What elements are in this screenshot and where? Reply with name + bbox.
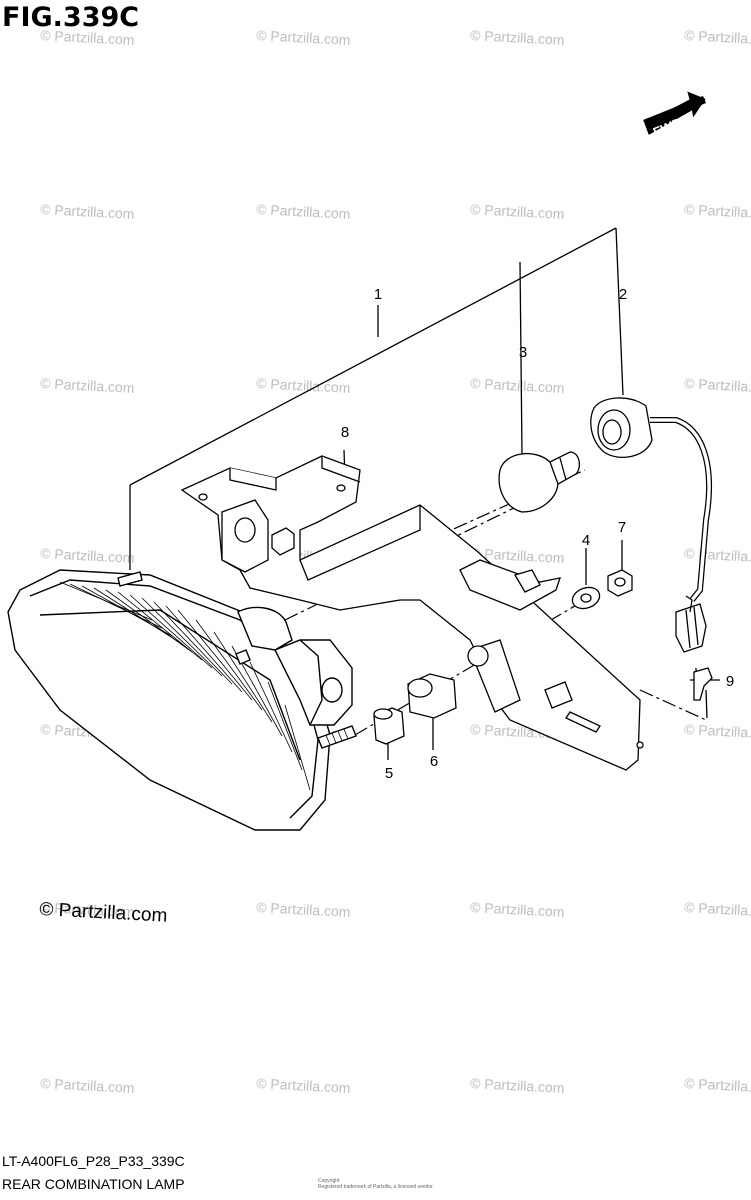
socket-harness [590,397,712,653]
callouts: 1 2 3 4 5 6 7 8 9 [341,286,734,782]
callout-5: 5 [385,765,393,782]
watermark-text: © Partzilla.com [470,545,565,566]
watermark-text: © Partzilla.com [40,27,135,48]
watermark-text: © Partzilla.com [684,899,751,920]
watermark-text: © Partzilla.com [470,201,565,222]
watermark-text: © Partzilla.com [40,375,135,396]
watermark-text: © Partzilla.com [40,201,135,222]
callout-8: 8 [341,424,349,441]
model-code: LT-A400FL6_P28_P33_339C [2,1153,185,1169]
watermark-text: © Partzilla.com [256,201,351,222]
figure-title: FIG.339C [2,2,140,33]
bracket-plate [180,455,644,771]
watermark-text: © Partzilla.com [470,375,565,396]
callout-6: 6 [430,753,438,770]
callout-1: 1 [374,286,382,303]
bulb [498,451,581,513]
callout-2: 2 [619,286,627,303]
watermark-text: © Partzilla.com [40,899,135,920]
fwd-arrow-icon: FWD [643,91,706,140]
callout-7: 7 [618,519,626,536]
small-parts [373,569,713,745]
callout-9: 9 [726,673,734,690]
fine-print-line: Copyright [318,1178,340,1184]
watermark-text: © Partzilla.com [40,1075,135,1096]
watermark-text: © Partzilla.com [684,721,751,742]
fine-print-line: Registered trademark of Partzilla, a lic… [318,1184,433,1190]
watermark-text: © Partzilla.com [256,1075,351,1096]
fine-print: Copyright Registered trademark of Partzi… [318,1178,433,1190]
callout-4: 4 [582,532,590,549]
watermark-text: © Partzilla.com [256,899,351,920]
callout-3: 3 [519,344,527,361]
watermark-text: © Partzilla.com [684,27,751,48]
watermark-text: © Partzilla.com [470,27,565,48]
lamp-assembly [7,569,357,831]
watermark-text: © Partzilla.com [256,27,351,48]
watermark-text: © Partzilla.com [684,375,751,396]
watermark-text: © Partzilla.com [684,1075,751,1096]
watermark-text: © Partzilla.com [684,545,751,566]
watermark-text: © Partzilla.com [470,899,565,920]
figure-name: REAR COMBINATION LAMP [2,1176,185,1192]
watermark-text: © Partzilla.com [470,1075,565,1096]
watermark-text: © Partzilla.com [684,201,751,222]
watermark-text: © Partzilla.com [40,545,135,566]
